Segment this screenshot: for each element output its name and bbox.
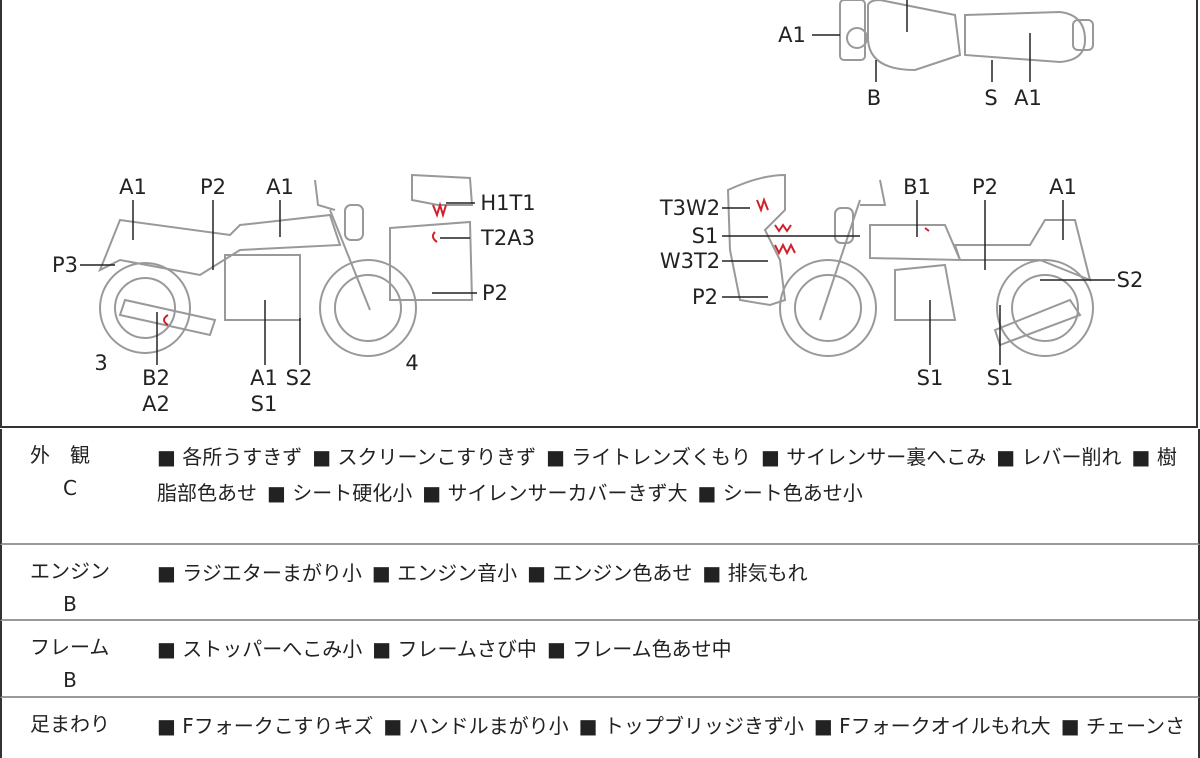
part-label: P2 <box>691 285 719 309</box>
part-label: T2A3 <box>481 226 535 250</box>
section-name: 外 観 <box>30 443 90 467</box>
top-view-motorcycle <box>812 0 1094 82</box>
condition-item: エンジン音小 <box>397 561 518 585</box>
part-label: 4 <box>405 351 419 375</box>
item-list: ■ Fフォークこすりキズ■ ハンドルまがり小■ トップブリッジきず小■ Fフォー… <box>157 714 1185 738</box>
part-label: S1 <box>986 366 1014 390</box>
condition-item: Fフォークこすりキズ <box>182 714 374 738</box>
condition-item: 各所うすきず <box>182 445 303 469</box>
condition-item: フレーム色あせ中 <box>572 637 732 661</box>
part-label: P2 <box>971 175 999 199</box>
part-label: A1 <box>1014 86 1042 110</box>
item-list: ■ ラジエターまがり小■ エンジン音小■ エンジン色あせ■ 排気もれ <box>157 561 808 585</box>
section-exterior: 外 観 C ■ 各所うすきず■ スクリーンこすりきず■ ライトレンズくもり■ サイ… <box>0 429 1200 545</box>
condition-item: チェーンさ <box>1085 714 1185 738</box>
part-label: H1T1 <box>480 191 536 215</box>
red-damage-marks <box>163 196 930 326</box>
condition-item: スクリーンこすりきず <box>337 445 537 469</box>
section-name: 足まわり <box>30 712 110 736</box>
section-grade: B <box>63 592 77 616</box>
section-grade: B <box>63 668 77 692</box>
part-label: A1 <box>119 175 147 199</box>
section-frame: フレーム B ■ ストッパーへこみ小■ フレームさび中■ フレーム色あせ中 <box>0 621 1200 698</box>
condition-item: シート色あせ小 <box>722 481 863 505</box>
condition-item: 排気もれ <box>727 561 808 585</box>
part-label: P2 <box>481 281 509 305</box>
condition-item: ハンドルまがり小 <box>408 714 569 738</box>
part-label: S2 <box>1116 268 1144 292</box>
part-label: P2 <box>199 175 227 199</box>
part-label: S1 <box>691 224 719 248</box>
part-label: S2 <box>285 366 313 390</box>
part-label: B <box>866 86 882 110</box>
condition-item: ライトレンズくもり <box>571 445 752 469</box>
condition-item: ストッパーへこみ小 <box>182 637 363 661</box>
condition-item: Fフォークオイルもれ大 <box>839 714 1051 738</box>
motorcycle-diagrams <box>80 0 1115 365</box>
section-name: フレーム <box>30 635 110 659</box>
section-engine: エンジン B ■ ラジエターまがり小■ エンジン音小■ エンジン色あせ■ 排気もれ <box>0 545 1200 621</box>
condition-item: ラジエターまがり小 <box>182 561 362 585</box>
section-name: エンジン <box>30 559 110 583</box>
part-label: S1 <box>916 366 944 390</box>
part-label: P3 <box>51 253 79 277</box>
condition-item: 樹脂部色あせ <box>157 445 1177 505</box>
part-label: T3W2 <box>659 196 721 220</box>
section-suspension: 足まわり ■ Fフォークこすりキズ■ ハンドルまがり小■ トップブリッジきず小■… <box>0 698 1200 758</box>
condition-item: フレームさび中 <box>397 637 537 661</box>
condition-table: 外 観 C ■ 各所うすきず■ スクリーンこすりきず■ ライトレンズくもり■ サイ… <box>0 429 1200 758</box>
part-label: 3 <box>94 351 108 375</box>
part-label: S <box>984 86 998 110</box>
part-label: S1 <box>250 392 278 416</box>
part-label: W3T2 <box>659 249 721 273</box>
part-label: B2 <box>142 366 170 390</box>
condition-item: サイレンサーカバーきず大 <box>447 481 688 505</box>
diagram-panel <box>0 0 1198 428</box>
condition-item: トップブリッジきず小 <box>603 714 804 738</box>
right-side-motorcycle <box>722 173 1115 365</box>
part-label: A1 <box>250 366 278 390</box>
condition-item: レバー削れ <box>1021 445 1122 469</box>
condition-item: エンジン色あせ <box>552 561 693 585</box>
left-side-motorcycle <box>80 173 477 365</box>
section-grade: C <box>63 476 77 500</box>
part-label: A2 <box>142 392 170 416</box>
part-label: A1 <box>778 23 806 47</box>
item-list: ■ 各所うすきず■ スクリーンこすりきず■ ライトレンズくもり■ サイレンサー裏… <box>157 445 1177 505</box>
item-list: ■ ストッパーへこみ小■ フレームさび中■ フレーム色あせ中 <box>157 637 732 661</box>
condition-item: サイレンサー裏へこみ <box>786 445 987 469</box>
part-label: A1 <box>266 175 294 199</box>
condition-item: シート硬化小 <box>292 481 413 505</box>
part-label: A1 <box>1049 175 1077 199</box>
part-label: B1 <box>903 175 931 199</box>
